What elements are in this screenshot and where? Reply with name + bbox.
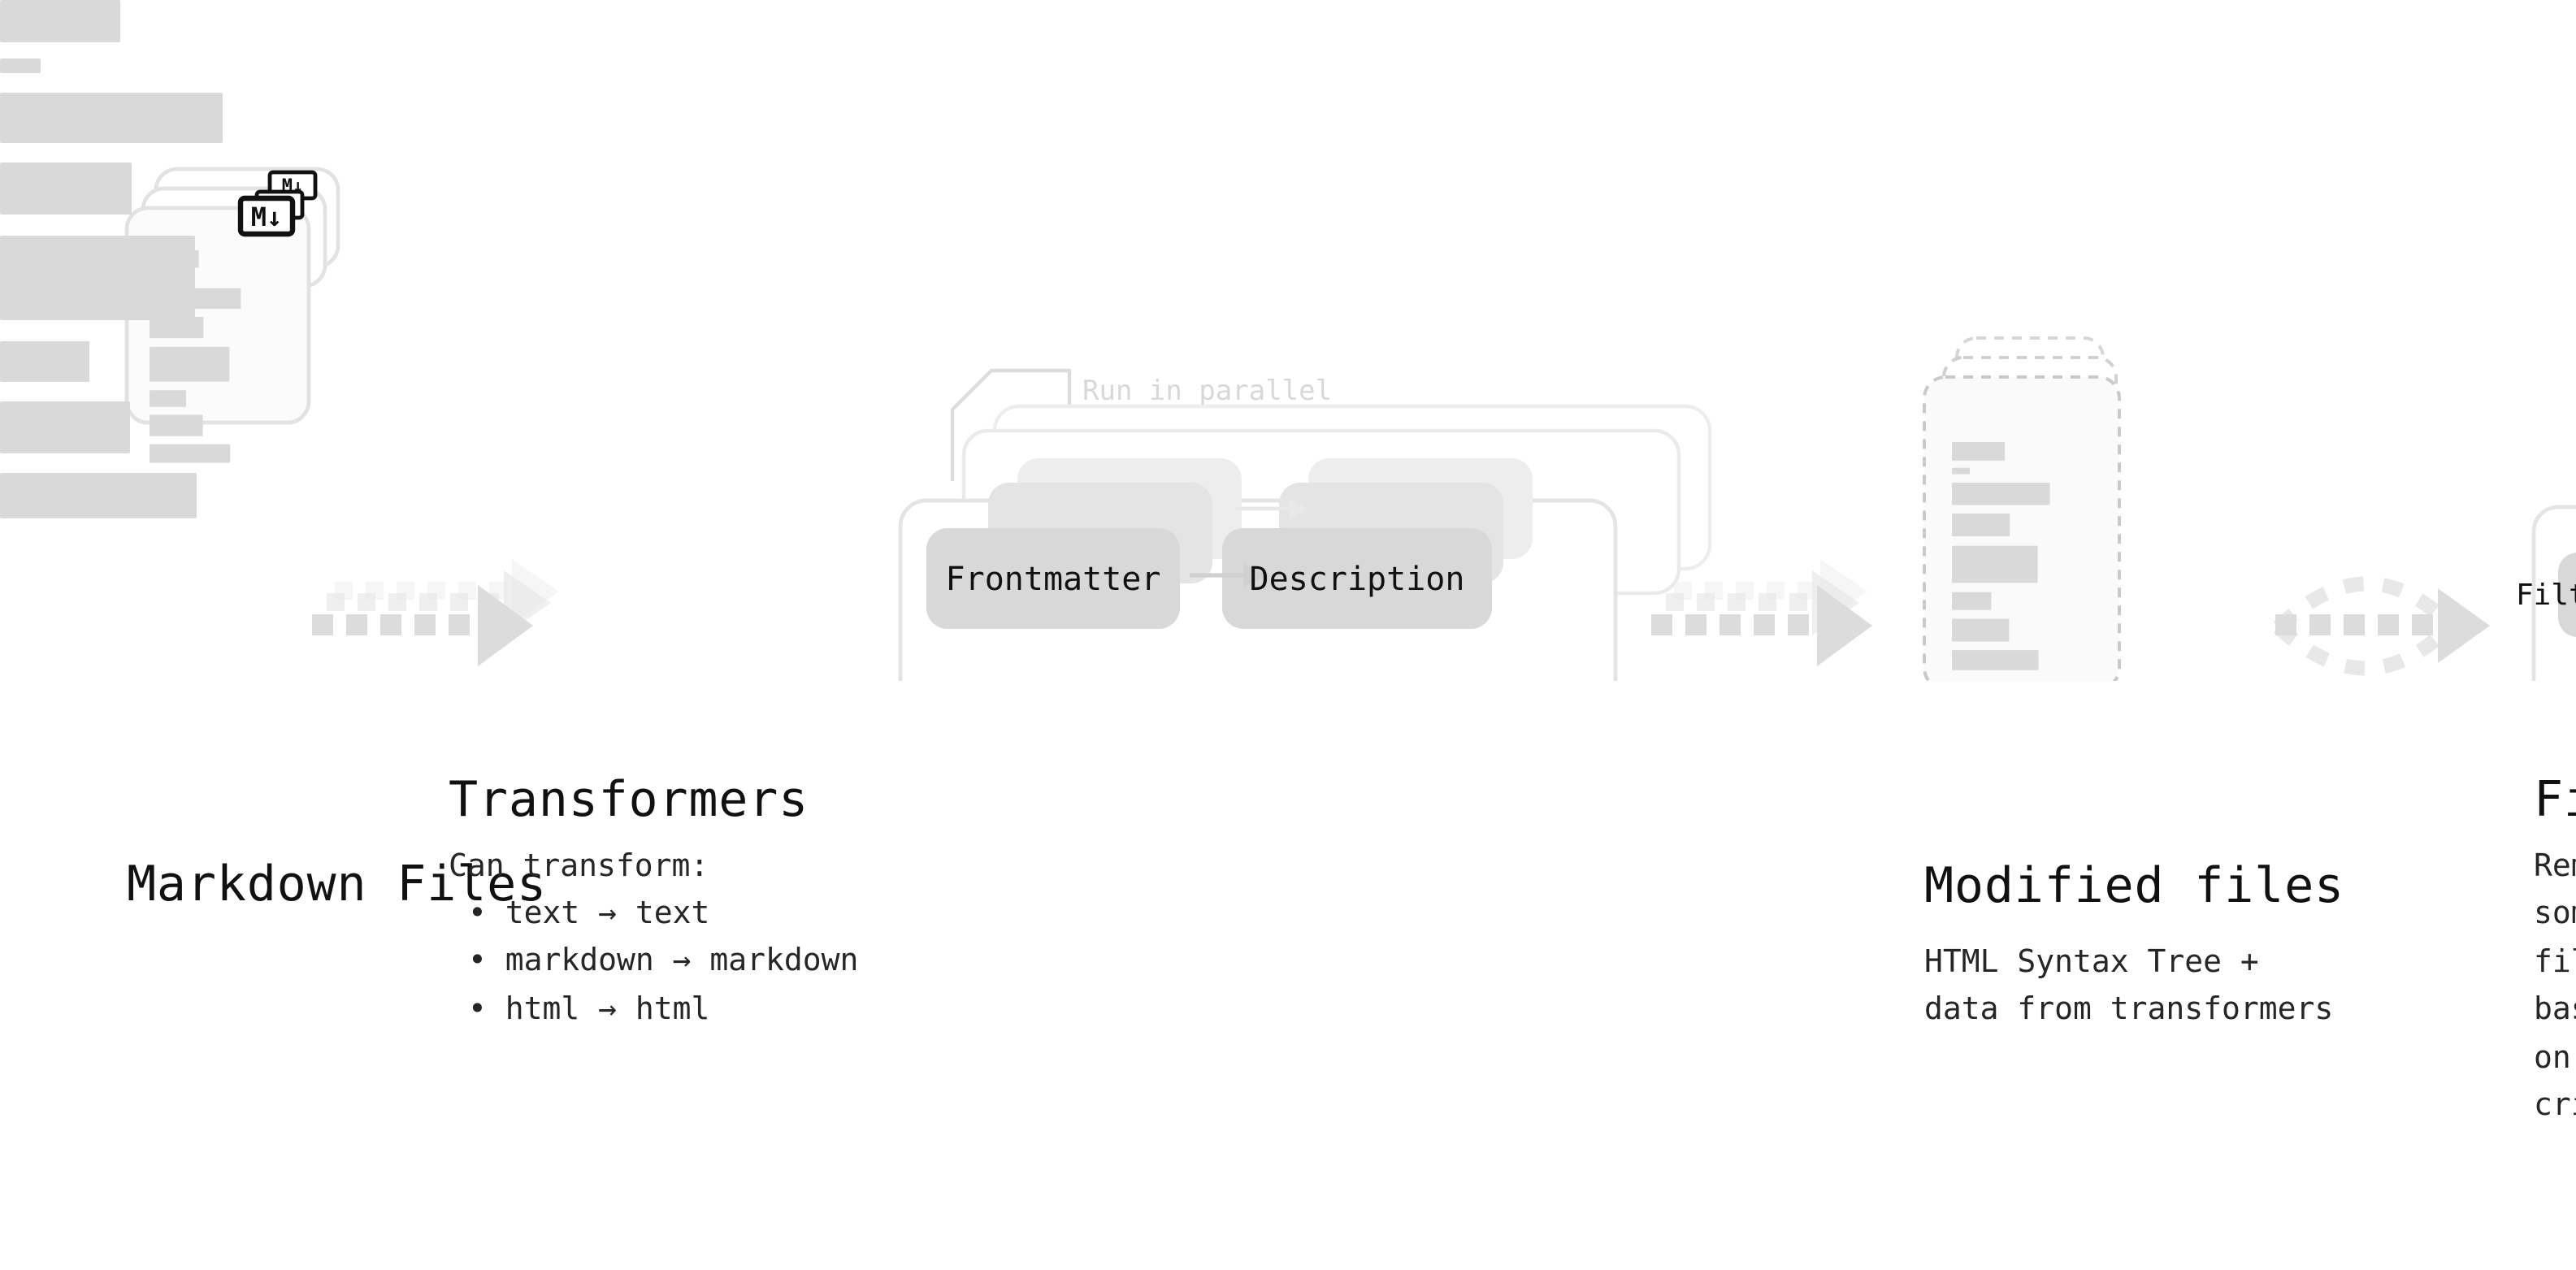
pipeline-diagram: M↓ M↓ M↓ <box>0 0 2576 1123</box>
svg-text:M↓: M↓ <box>269 196 291 216</box>
arrow-markdown-to-transformers <box>312 559 559 666</box>
page-title-filters: Filters <box>2534 772 2576 829</box>
filters-description: Remove some files based on criteria <box>2534 848 2576 1124</box>
transformers-bullet-list: • text → text • markdown → markdown • ht… <box>468 891 858 1034</box>
modified-files-graphic <box>1923 336 2121 681</box>
page-title-transformers: Transformers <box>449 772 809 829</box>
transformers-description: Can transform: <box>449 848 709 884</box>
markdown-badge: M↓ <box>237 195 296 237</box>
markdown-badge-back-2: M↓ <box>267 170 318 201</box>
svg-text:M↓: M↓ <box>282 176 304 197</box>
filter-label-filterdrafts[interactable]: FilterDrafts <box>2515 578 2576 612</box>
diagram-canvas: M↓ M↓ M↓ <box>0 0 2576 681</box>
list-item: • html → html <box>468 990 710 1027</box>
list-item: • text → text <box>468 895 710 931</box>
arrow-transformers-to-modified <box>1651 559 1872 666</box>
filter-chip-filterdrafts <box>2558 553 2576 637</box>
transformer-label-description[interactable]: Description <box>1249 559 1465 598</box>
modified-files-description: HTML Syntax Tree + data from transformer… <box>1924 944 2334 1028</box>
filtered-files-graphic <box>0 0 223 518</box>
markdown-badge-back-1: M↓ <box>254 189 305 220</box>
page-title-modified-files: Modified files <box>1924 858 2344 915</box>
transformer-label-frontmatter[interactable]: Frontmatter <box>945 559 1161 598</box>
run-in-parallel-label: Run in parallel <box>1082 375 1332 407</box>
markdown-files-graphic: M↓ M↓ M↓ <box>124 167 340 463</box>
list-item: • markdown → markdown <box>468 943 859 979</box>
arrow-modified-to-filters <box>2273 576 2490 676</box>
svg-text:M↓: M↓ <box>251 202 283 232</box>
transformer-chip-description <box>1222 528 1492 629</box>
page-title-markdown-files: Markdown Files <box>127 856 547 913</box>
filters-graphic <box>2531 505 2576 681</box>
transformer-chip-frontmatter <box>926 528 1180 629</box>
transformers-graphic: Run in parallel <box>898 368 1712 681</box>
